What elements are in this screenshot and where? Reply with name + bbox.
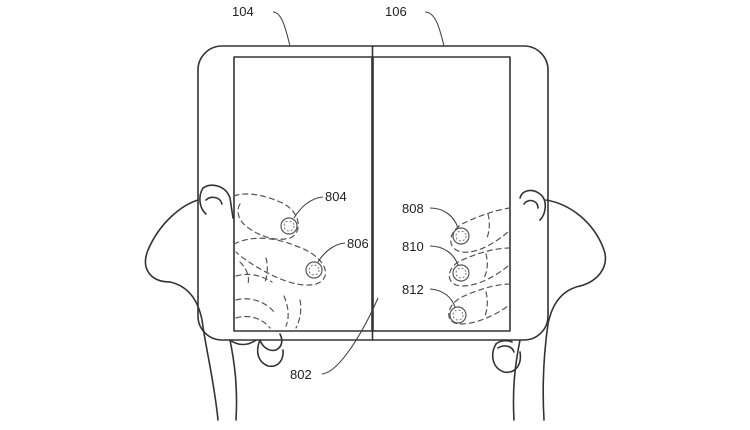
leader-806: [317, 242, 346, 263]
leader-808: [429, 207, 459, 229]
right-screen: [372, 56, 511, 332]
ref-810: 810: [402, 239, 424, 254]
touch-point-812: [449, 306, 467, 324]
ref-106: 106: [385, 4, 407, 19]
touch-point-810: [452, 264, 470, 282]
leader-106: [424, 11, 445, 47]
right-hand: [491, 189, 607, 421]
touch-point-806: [305, 261, 323, 279]
leader-812: [429, 288, 456, 308]
ref-812: 812: [402, 282, 424, 297]
ref-802: 802: [290, 367, 312, 382]
ref-806: 806: [347, 236, 369, 251]
leader-804: [293, 196, 324, 219]
leader-802: [321, 297, 379, 375]
touch-point-804: [280, 217, 298, 235]
touch-point-808: [452, 227, 470, 245]
right-fingers-dashed: [448, 207, 511, 325]
leader-810: [429, 245, 459, 266]
leader-104: [272, 11, 291, 47]
ref-808: 808: [402, 201, 424, 216]
left-fingers-dashed: [233, 193, 327, 329]
ref-804: 804: [325, 189, 347, 204]
ref-104: 104: [232, 4, 254, 19]
left-hand: [144, 184, 284, 421]
